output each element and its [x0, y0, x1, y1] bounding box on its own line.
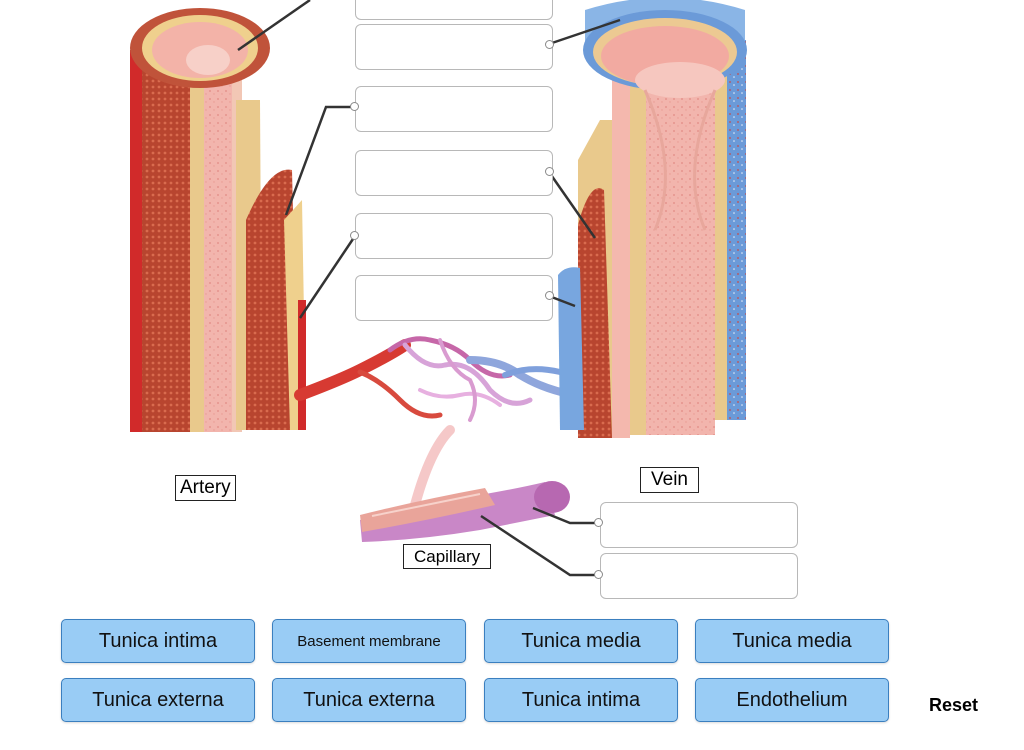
reset-button[interactable]: Reset	[929, 695, 979, 715]
drop-target-6[interactable]	[355, 275, 553, 321]
artery-label: Artery	[175, 475, 236, 501]
drop-target-3[interactable]	[355, 86, 553, 132]
drop-target-4[interactable]	[355, 150, 553, 196]
drop-target-8[interactable]	[600, 553, 798, 599]
connector-dot	[545, 291, 554, 300]
artery-drawing	[130, 8, 306, 432]
connector-dot	[594, 570, 603, 579]
answer-chip-tunica-media[interactable]: Tunica media	[484, 619, 678, 663]
capillary-detail-drawing	[360, 481, 570, 542]
answer-chip-tunica-externa[interactable]: Tunica externa	[272, 678, 466, 722]
capillary-network-drawing	[294, 336, 588, 510]
drop-target-2[interactable]	[355, 24, 553, 70]
connector-dot	[545, 167, 554, 176]
drop-target-1[interactable]	[355, 0, 553, 20]
connector-dot	[594, 518, 603, 527]
answer-chip-basement-membrane[interactable]: Basement membrane	[272, 619, 466, 663]
capillary-label: Capillary	[403, 544, 492, 569]
connector-dot	[545, 40, 554, 49]
answer-chip-endothelium[interactable]: Endothelium	[695, 678, 889, 722]
drop-target-5[interactable]	[355, 213, 553, 259]
drop-target-7[interactable]	[600, 502, 798, 548]
vein-drawing	[558, 0, 747, 438]
connector-dot	[350, 102, 359, 111]
answer-chip-tunica-intima[interactable]: Tunica intima	[484, 678, 678, 722]
leader-lines	[237, 0, 621, 577]
answer-chip-tunica-media[interactable]: Tunica media	[695, 619, 889, 663]
answer-chip-tunica-intima[interactable]: Tunica intima	[61, 619, 255, 663]
connector-dot	[350, 231, 359, 240]
answer-chip-tunica-externa[interactable]: Tunica externa	[61, 678, 255, 722]
vein-label: Vein	[640, 467, 699, 493]
